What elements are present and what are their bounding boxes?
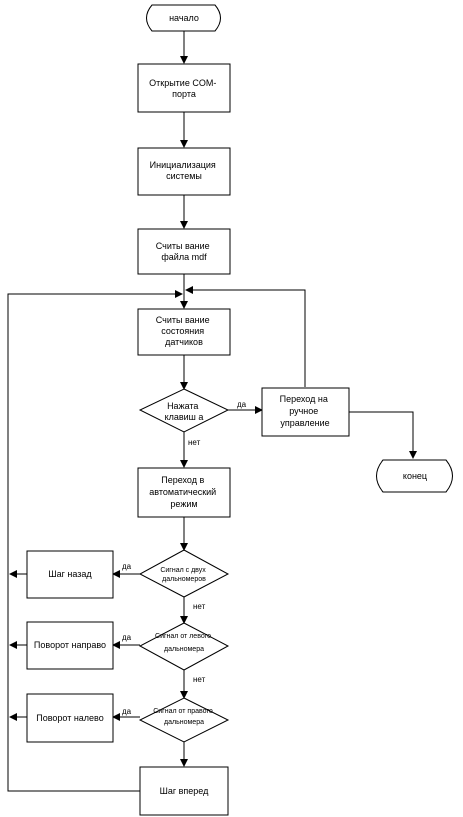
edge-manual-end <box>349 411 417 459</box>
svg-text:Сигнал от левого дальном: Сигнал от левого дальномера <box>155 633 213 653</box>
node-open-port: Открытие COM- порта <box>137 63 231 113</box>
svg-text:Считы вание файла mdf: Считы вание файла mdf <box>156 241 212 262</box>
node-end-text: конец <box>403 471 427 481</box>
node-auto-line3: режим <box>170 499 197 509</box>
node-step-forward-text: Шаг вперед <box>160 786 210 796</box>
node-read-mdf: Считы вание файла mdf <box>137 228 231 275</box>
node-init-line2: системы <box>166 171 202 181</box>
node-key-pressed: Нажата клавиш а <box>138 388 230 433</box>
node-two-sensors: Сигнал с двух дальномеров <box>138 549 230 598</box>
node-manual-line1: Переход на <box>280 394 328 404</box>
node-key-pressed-line1: Нажата <box>167 401 198 411</box>
node-manual: Переход на ручное управление <box>261 387 350 437</box>
node-read-sensors-line2: состояния <box>161 326 204 336</box>
label-yes-two: да <box>122 562 132 571</box>
node-left-sensor: Сигнал от левого дальномера <box>138 622 230 671</box>
node-manual-line2: ручное <box>289 406 318 416</box>
node-two-sensors-line1: Сигнал с двух <box>160 567 206 574</box>
node-read-mdf-line1: Считы вание <box>156 241 210 251</box>
node-open-port-line1: Открытие COM- <box>149 78 216 88</box>
node-turn-left: Поворот налево <box>26 693 114 743</box>
node-step-back-text: Шаг назад <box>48 569 92 579</box>
node-right-sensor-line1: Сигнал от правого <box>153 708 213 715</box>
svg-text:Переход на ручное: Переход на ручное управление <box>280 394 331 428</box>
node-left-sensor-line2: дальномера <box>164 646 204 653</box>
node-start: начало <box>146 4 221 32</box>
node-manual-line3: управление <box>280 418 329 428</box>
node-read-sensors-line1: Считы вание <box>156 315 210 325</box>
node-right-sensor: Сигнал от правого дальномера <box>138 697 230 743</box>
node-start-text: начало <box>169 13 199 23</box>
label-no-two: нет <box>193 602 206 611</box>
node-auto-line2: автоматический <box>149 487 216 497</box>
node-right-sensor-line2: дальномера <box>164 719 204 726</box>
svg-text:Сигнал с двух дальномеро: Сигнал с двух дальномеров <box>160 567 207 583</box>
edge-loop-left <box>7 290 183 792</box>
node-auto-line1: Переход в <box>161 475 204 485</box>
label-no-key: нет <box>188 438 201 447</box>
svg-text:Открытие COM- порта: Открытие COM- порта <box>149 78 219 99</box>
node-step-forward: Шаг вперед <box>139 766 229 816</box>
node-step-back: Шаг назад <box>26 550 114 599</box>
label-yes-right: да <box>122 707 132 716</box>
node-key-pressed-line2: клавиш а <box>165 412 204 422</box>
edge-manual-loop <box>185 286 306 387</box>
node-read-sensors: Считы вание состояния датчиков <box>137 308 231 356</box>
svg-text:Инициализация системы: Инициализация системы <box>150 160 219 181</box>
node-open-port-line2: порта <box>172 89 196 99</box>
svg-text:Переход в автоматический: Переход в автоматический режим <box>149 475 218 509</box>
node-end: конец <box>376 459 453 493</box>
svg-text:Считы вание состояния: Считы вание состояния датчиков <box>156 315 212 347</box>
label-yes-key: да <box>237 400 247 409</box>
node-init: Инициализация системы <box>137 147 231 196</box>
node-auto: Переход в автоматический режим <box>137 467 231 518</box>
label-yes-left: да <box>122 633 132 642</box>
node-turn-right: Поворот направо <box>26 621 114 670</box>
svg-text:Нажата клавиш а: Нажата клавиш а <box>165 401 204 422</box>
svg-text:Сигнал от правого дально: Сигнал от правого дальномера <box>153 708 215 726</box>
node-init-line1: Инициализация <box>150 160 216 170</box>
label-no-left: нет <box>193 675 206 684</box>
node-left-sensor-line1: Сигнал от левого <box>155 633 211 640</box>
node-read-sensors-line3: датчиков <box>165 337 203 347</box>
node-turn-left-text: Поворот налево <box>36 713 104 723</box>
node-read-mdf-line2: файла mdf <box>161 252 207 262</box>
node-two-sensors-line2: дальномеров <box>162 576 206 583</box>
node-turn-right-text: Поворот направо <box>34 640 106 650</box>
